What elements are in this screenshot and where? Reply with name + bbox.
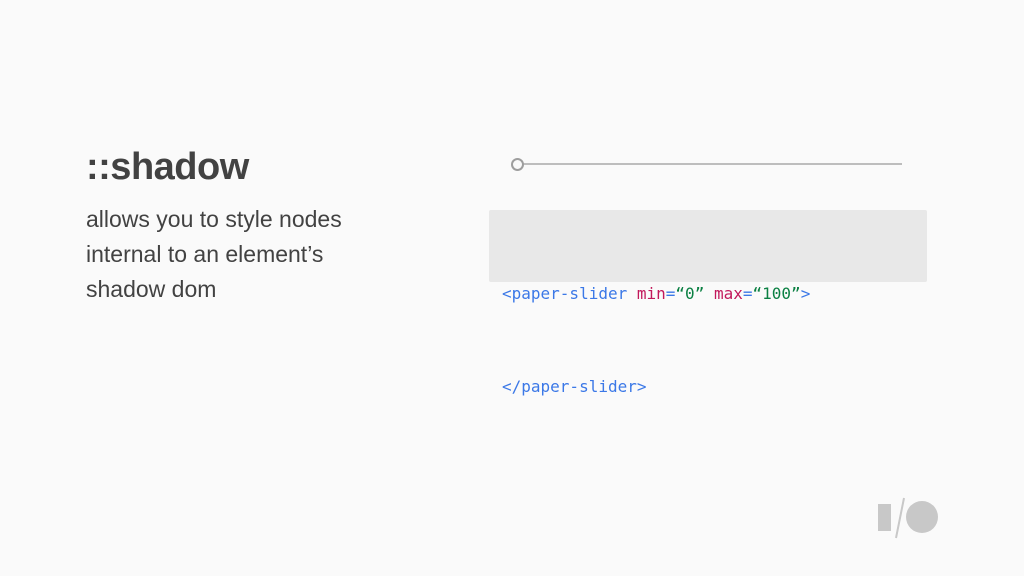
logo-circle xyxy=(906,501,938,533)
description-line: internal to an element’s xyxy=(86,241,324,267)
code-attr-min: min xyxy=(636,284,666,303)
logo-bar xyxy=(878,504,891,531)
slide-title: ::shadow xyxy=(86,146,249,188)
description-line: shadow dom xyxy=(86,276,217,302)
google-io-logo-icon xyxy=(878,497,938,539)
code-value-max: “100” xyxy=(752,284,801,303)
slide-description: allows you to style nodes internal to an… xyxy=(86,202,416,307)
code-value-min: “0” xyxy=(675,284,705,303)
code-attr-max: max xyxy=(713,284,743,303)
code-line: </paper-slider> xyxy=(502,371,927,402)
code-tag-close: </paper-slider> xyxy=(502,377,647,396)
code-equals: = xyxy=(742,284,753,303)
slider-track[interactable] xyxy=(522,163,902,165)
description-line: allows you to style nodes xyxy=(86,206,342,232)
code-equals: = xyxy=(665,284,676,303)
slider-knob[interactable] xyxy=(511,158,524,171)
code-tag-open: <paper-slider xyxy=(502,284,628,303)
code-snippet: <paper-slider min=“0” max=“100”> </paper… xyxy=(489,210,927,396)
code-bracket: > xyxy=(800,284,811,303)
paper-slider-demo[interactable] xyxy=(510,157,902,171)
logo-slash xyxy=(895,497,905,539)
code-line: <paper-slider min=“0” max=“100”> xyxy=(502,278,927,309)
